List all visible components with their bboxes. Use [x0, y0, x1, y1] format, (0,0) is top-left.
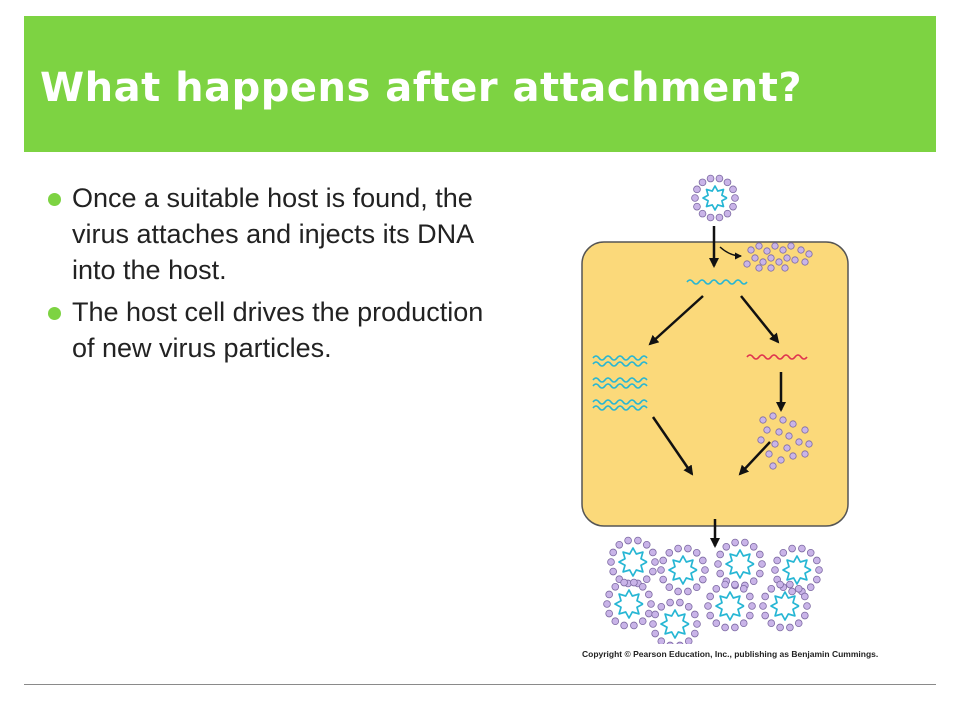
capsid-proteins-icon — [743, 242, 813, 272]
replication-arrow — [648, 295, 704, 346]
slide-title: What happens after attachment? — [40, 65, 803, 111]
virus-replication-diagram — [581, 174, 849, 644]
bullet-item: The host cell drives the production of n… — [48, 294, 488, 366]
virus-particle-icon — [691, 174, 739, 222]
bullet-dot-icon — [48, 193, 61, 206]
bullet-item: Once a suitable host is found, the virus… — [48, 180, 488, 288]
uncoating-arrow — [719, 246, 742, 260]
viral-dna-icon — [686, 279, 748, 285]
bullet-list: Once a suitable host is found, the virus… — [48, 180, 488, 372]
new-virus-particles-icon — [603, 536, 823, 644]
copyright-text: Copyright © Pearson Education, Inc., pub… — [582, 649, 879, 659]
assembly-arrow-right — [738, 441, 771, 476]
assembly-arrow-left — [651, 416, 694, 476]
bullet-text: The host cell drives the production of n… — [72, 297, 484, 363]
mrna-icon — [746, 354, 808, 360]
new-capsid-proteins-icon — [757, 412, 813, 470]
replicated-dna-icon — [592, 355, 648, 411]
footer-divider — [24, 684, 936, 685]
bullet-text: Once a suitable host is found, the virus… — [72, 183, 473, 285]
title-bar — [24, 16, 936, 152]
bullet-dot-icon — [48, 307, 61, 320]
transcription-arrow — [740, 295, 780, 344]
